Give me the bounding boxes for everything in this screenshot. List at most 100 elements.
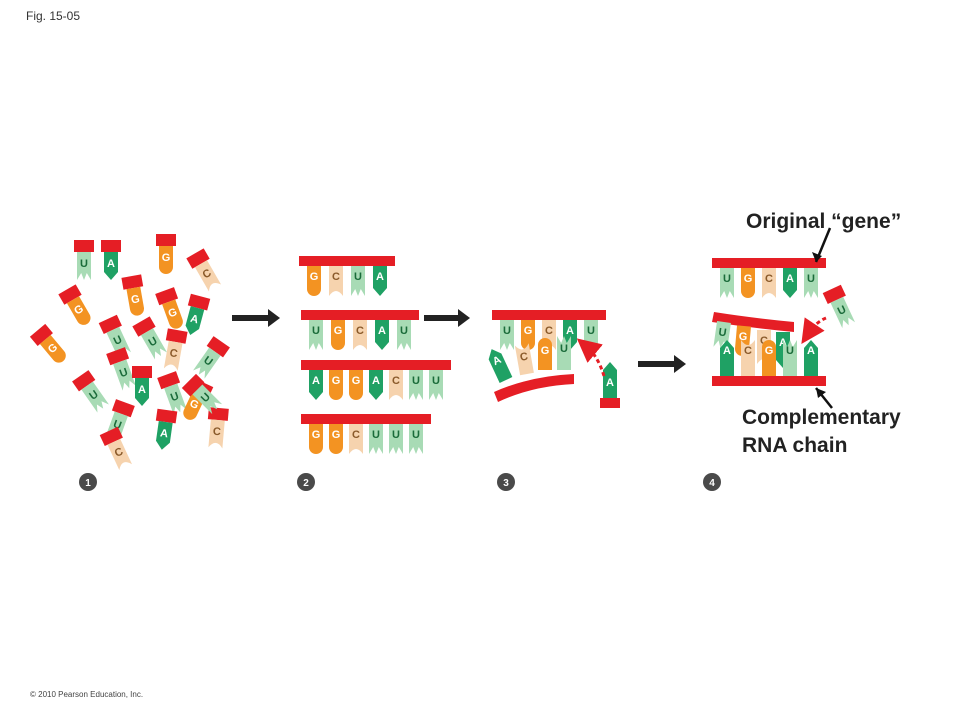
free-nucleotide-A: A xyxy=(155,408,178,450)
nucleotide-G: G xyxy=(349,370,363,400)
nucleotide-G: G xyxy=(331,320,345,350)
nucleotide-A: A xyxy=(309,370,323,400)
svg-text:A: A xyxy=(378,325,386,337)
svg-text:U: U xyxy=(354,271,362,283)
complementary-label-line1: Complementary xyxy=(742,406,901,429)
nucleotide-U: U xyxy=(429,370,443,400)
nucleotide-U: U xyxy=(500,320,514,350)
free-nucleotide-U: U xyxy=(193,336,230,379)
step-marker-3: 3 xyxy=(497,473,515,491)
free-nucleotide-A: A xyxy=(185,293,211,335)
svg-text:A: A xyxy=(807,345,815,357)
nucleotide-C: C xyxy=(762,268,776,298)
chain-1-backbone xyxy=(299,256,395,266)
svg-text:G: G xyxy=(738,331,748,344)
svg-text:U: U xyxy=(372,429,380,441)
process-arrow-2 xyxy=(424,309,470,327)
nucleotide-A: A xyxy=(488,349,513,383)
nucleotide-G: G xyxy=(329,370,343,400)
svg-text:C: C xyxy=(352,429,360,441)
svg-text:U: U xyxy=(392,429,400,441)
free-nucleotide-U: U xyxy=(181,373,223,415)
svg-text:C: C xyxy=(356,325,364,337)
svg-text:U: U xyxy=(312,325,320,337)
nucleotide-G: G xyxy=(307,266,321,296)
svg-text:U: U xyxy=(718,326,728,339)
svg-text:C: C xyxy=(332,271,340,283)
svg-text:C: C xyxy=(169,347,179,360)
free-nucleotide-C: C xyxy=(207,407,229,449)
nucleotide-G: G xyxy=(309,424,323,454)
svg-text:U: U xyxy=(80,258,88,270)
copyright-notice: © 2010 Pearson Education, Inc. xyxy=(30,690,144,699)
nucleotide-U: U xyxy=(397,320,411,350)
free-nucleotide-G: G xyxy=(58,284,91,325)
svg-text:A: A xyxy=(786,273,794,285)
nucleotide-U: U xyxy=(584,320,598,350)
process-arrow-1 xyxy=(232,309,280,327)
nucleotide-U: U xyxy=(409,370,423,400)
nucleotide-U: U xyxy=(783,340,797,376)
incoming-nucleotide: A xyxy=(600,362,620,408)
svg-text:A: A xyxy=(159,427,169,440)
svg-text:C: C xyxy=(765,273,773,285)
nucleotide-A: A xyxy=(369,370,383,400)
original-gene-strand-backbone xyxy=(712,258,826,268)
svg-text:U: U xyxy=(412,375,420,387)
svg-text:G: G xyxy=(744,273,753,285)
chain-4-backbone xyxy=(301,414,431,424)
free-nucleotide-U: U xyxy=(105,399,135,443)
svg-text:U: U xyxy=(786,345,794,357)
svg-text:C: C xyxy=(760,335,768,347)
svg-text:G: G xyxy=(541,345,550,357)
free-nucleotide-A: A xyxy=(132,366,152,406)
nucleotide-C: C xyxy=(389,370,403,400)
svg-text:4: 4 xyxy=(709,478,715,489)
step-marker-1: 1 xyxy=(79,473,97,491)
free-nucleotide-G: G xyxy=(29,323,66,363)
svg-text:U: U xyxy=(111,418,123,432)
free-nucleotide-A: A xyxy=(101,240,121,280)
svg-text:A: A xyxy=(376,271,384,283)
nucleotide-A: A xyxy=(783,268,797,298)
process-arrows xyxy=(232,309,686,373)
free-nucleotide-G: G xyxy=(155,287,183,329)
svg-text:G: G xyxy=(312,429,321,441)
chain-3-backbone xyxy=(301,360,451,370)
svg-text:U: U xyxy=(723,273,731,285)
free-nucleotide-U: U xyxy=(157,371,187,415)
nucleotide-G: G xyxy=(329,424,343,454)
svg-text:G: G xyxy=(332,375,341,387)
svg-text:A: A xyxy=(723,345,731,357)
svg-text:C: C xyxy=(744,345,752,357)
svg-text:U: U xyxy=(503,325,511,337)
svg-text:G: G xyxy=(167,306,179,320)
free-nucleotide-U: U xyxy=(74,240,94,280)
svg-text:U: U xyxy=(807,273,815,285)
nucleotide-U: U xyxy=(557,336,571,370)
nucleotide-A: A xyxy=(373,266,387,296)
free-nucleotide-U: U xyxy=(132,316,168,360)
chain-2-backbone xyxy=(301,310,419,320)
free-nucleotide-C: C xyxy=(163,328,188,371)
svg-text:G: G xyxy=(352,375,361,387)
complementary-strand-backbone xyxy=(712,376,826,386)
svg-text:U: U xyxy=(412,429,420,441)
svg-text:U: U xyxy=(560,343,568,355)
nucleotide-C: C xyxy=(514,343,534,376)
svg-text:A: A xyxy=(566,325,574,337)
nucleotide-U: U xyxy=(309,320,323,350)
svg-text:U: U xyxy=(587,325,595,337)
svg-text:A: A xyxy=(606,377,614,389)
nucleotide-U: U xyxy=(409,424,423,454)
svg-text:A: A xyxy=(138,384,146,396)
svg-text:G: G xyxy=(524,325,533,337)
